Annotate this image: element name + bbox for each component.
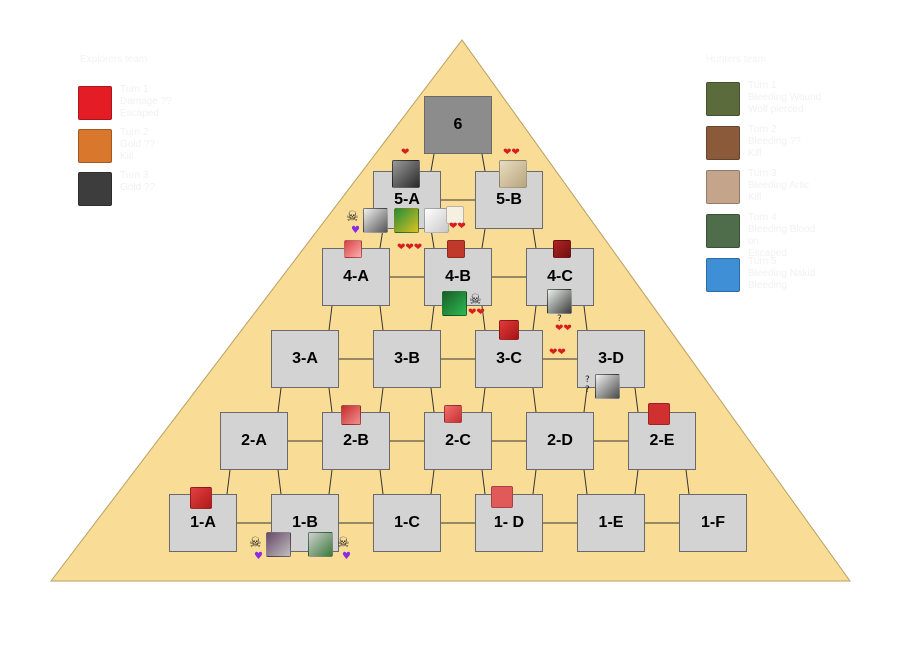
connector-line xyxy=(481,469,486,495)
skull-icon: ☠ xyxy=(249,535,262,551)
connector-line xyxy=(532,305,537,331)
question-mark-icon: ? xyxy=(585,375,590,385)
connector-line xyxy=(583,469,588,495)
red-face-avatar[interactable] xyxy=(648,403,670,425)
connector-line xyxy=(634,469,639,495)
red-icon-avatar xyxy=(78,86,112,120)
double-heart-icon: ❤❤ xyxy=(449,221,466,232)
forest-avatar xyxy=(706,214,740,248)
legend-entry-text: Turn 2 Gold ?? Kill xyxy=(120,127,156,162)
red-sprite-avatar[interactable] xyxy=(553,240,571,258)
green-hood-avatar[interactable] xyxy=(394,208,419,233)
legend-entry-text: Turn 2 Bleeding ?? Kill xyxy=(748,124,801,159)
connector-line xyxy=(430,469,435,495)
white-beast-avatar[interactable] xyxy=(499,160,527,188)
book-icon xyxy=(446,206,464,224)
connector-line xyxy=(277,387,282,413)
skull-icon: ☠ xyxy=(469,292,482,308)
sketch-avatar[interactable] xyxy=(363,208,388,233)
room-node[interactable]: 3-A xyxy=(271,330,339,388)
purple-heart-icon: ♥ xyxy=(254,551,263,562)
connector-line xyxy=(328,469,333,495)
connector-line xyxy=(634,387,639,413)
legend-entry-text: Turn 1 Bleeding Wound Wolf pierced xyxy=(748,80,822,115)
bearded-man-avatar xyxy=(706,126,740,160)
room-node[interactable]: 2-A xyxy=(220,412,288,470)
skull-sprite-avatar[interactable] xyxy=(447,240,465,258)
connector-line xyxy=(328,387,333,413)
cat-avatar[interactable] xyxy=(547,289,572,314)
legend-entry-text: Turn 3 Gold ?? xyxy=(120,170,156,193)
legend-entry-text: Turn 4 Bleeding Blood on Escaped xyxy=(748,212,816,259)
red-sprite-avatar[interactable] xyxy=(341,405,361,425)
connector-line xyxy=(481,153,486,172)
connector-line xyxy=(430,387,435,413)
red-sprite-avatar[interactable] xyxy=(444,405,462,423)
right-legend-header: Hunters team xyxy=(706,54,767,65)
skull-icon: ☠ xyxy=(337,535,350,551)
room-node[interactable]: 1-F xyxy=(679,494,747,552)
pink-blob-avatar[interactable] xyxy=(491,486,513,508)
red-sprite-avatar[interactable] xyxy=(344,240,362,258)
room-node[interactable]: 2-D xyxy=(526,412,594,470)
connector-line xyxy=(481,228,486,249)
question-mark-icon: ? xyxy=(585,385,590,395)
connector-line xyxy=(685,469,690,495)
room-node[interactable]: 1- D xyxy=(475,494,543,552)
double-heart-icon: ❤❤ xyxy=(503,147,520,158)
legend-entry-text: Turn 3 Bleeding Artic Kill xyxy=(748,168,810,203)
connector-line xyxy=(379,469,384,495)
connector-line xyxy=(583,387,588,413)
room-node[interactable]: 1-C xyxy=(373,494,441,552)
connector-line xyxy=(328,305,333,331)
room-node[interactable]: 1-E xyxy=(577,494,645,552)
purple-heart-icon: ♥ xyxy=(342,551,351,562)
legend-entry-text: Turn 1 Damage ?? Escaped xyxy=(120,84,172,119)
purple-heart-icon: ♥ xyxy=(351,225,360,236)
connector-line xyxy=(379,387,384,413)
red-sprite-avatar[interactable] xyxy=(190,487,212,509)
skull-icon: ☠ xyxy=(346,209,359,225)
connector-line xyxy=(532,228,537,249)
double-heart-icon: ❤❤ xyxy=(549,347,566,358)
room-node[interactable]: 6 xyxy=(424,96,492,154)
blue-penguin-avatar xyxy=(706,258,740,292)
connector-line xyxy=(481,387,486,413)
green-alien-avatar[interactable] xyxy=(442,291,467,316)
bloodied-avatar xyxy=(706,170,740,204)
connector-line xyxy=(379,305,384,331)
heart-icon: ❤ xyxy=(401,147,410,158)
connector-line xyxy=(481,305,486,331)
double-heart-icon: ❤❤ xyxy=(555,323,572,334)
connector-line xyxy=(583,305,588,331)
question-mark-icon: ? xyxy=(557,314,562,324)
wolf-avatar xyxy=(706,82,740,116)
left-legend-header: Explorers team xyxy=(80,54,148,65)
jet-avatar[interactable] xyxy=(595,374,620,399)
red-sprite-avatar[interactable] xyxy=(499,320,519,340)
hero-avatar xyxy=(78,129,112,163)
shadow-avatar xyxy=(78,172,112,206)
creature-avatar[interactable] xyxy=(266,532,291,557)
connector-line xyxy=(277,469,282,495)
connector-line xyxy=(532,469,537,495)
raccoon-avatar[interactable] xyxy=(392,160,420,188)
double-heart-icon: ❤❤ xyxy=(468,307,485,318)
triple-heart-icon: ❤❤❤ xyxy=(397,242,423,253)
connector-line xyxy=(430,305,435,331)
connector-line xyxy=(226,469,231,495)
connector-line xyxy=(532,387,537,413)
legend-entry-text: Turn 5 Bleeding Nakid Bleeding xyxy=(748,256,816,291)
mossy-avatar[interactable] xyxy=(308,532,333,557)
room-node[interactable]: 3-B xyxy=(373,330,441,388)
connector-line xyxy=(430,153,435,172)
